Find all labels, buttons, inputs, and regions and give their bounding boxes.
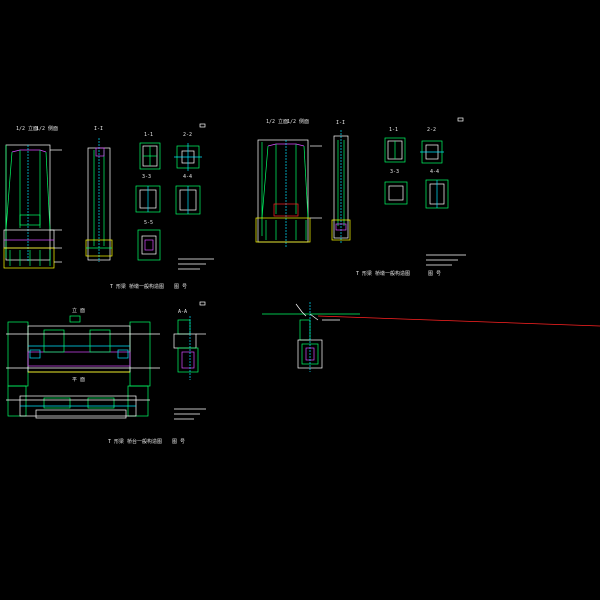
sheet3-drawing xyxy=(6,301,206,420)
sheet2-section-4-4 xyxy=(425,179,449,209)
sheet1-side-caption: I-I xyxy=(94,126,104,132)
sheet3-title: T 形梁 桥台一般构造图 xyxy=(108,439,163,445)
sheet2-side-caption: I-I xyxy=(336,120,346,126)
sheet2-title: T 形梁 桥墩一般构造图 xyxy=(356,271,411,277)
sheet2-section-2-2 xyxy=(420,140,444,164)
sheet2-section-3-3 xyxy=(384,181,408,205)
sheet1-elevation-view xyxy=(3,144,62,269)
sheet2-drawing xyxy=(255,117,466,266)
sheet3-plan-view xyxy=(6,385,150,419)
sheet2-notes-lines xyxy=(426,254,466,266)
sheet3-section-view xyxy=(173,316,206,380)
sheet1-page-label: 图 号 xyxy=(174,284,188,290)
sheet2-view-a-caption: 1/2 立面 xyxy=(266,119,289,125)
loose-detail-drawing xyxy=(262,302,600,372)
sheet1-sec2-caption: 2-2 xyxy=(183,132,193,138)
sheet3-page-label: 图 号 xyxy=(172,439,186,445)
sheet2-page-mark xyxy=(457,117,464,122)
sheet2-sec1-caption: 1-1 xyxy=(389,127,399,133)
sheet2-sec4-caption: 4-4 xyxy=(430,169,440,175)
sheet2-side-view xyxy=(331,130,351,244)
sheet1-section-2-2 xyxy=(174,143,202,171)
sheet1-section-5-5 xyxy=(137,229,161,261)
sheet2-section-1-1 xyxy=(384,137,406,163)
sheet3-notes-lines xyxy=(174,408,206,420)
sheet1-sec4-caption: 4-4 xyxy=(183,174,193,180)
sheet1-section-4-4 xyxy=(175,185,201,215)
sheet1-drawing xyxy=(3,123,214,270)
sheet1-sec5-caption: 5-5 xyxy=(144,220,154,226)
sheet3-plan-caption: 平 面 xyxy=(72,377,86,383)
sheet1-page-mark xyxy=(199,123,206,128)
sheet2-page-label: 图 号 xyxy=(428,271,442,277)
sheet1-view-b-caption: 1/2 侧面 xyxy=(36,126,59,132)
sheet2-elevation-view xyxy=(255,139,322,248)
sheet3-section-caption: A-A xyxy=(178,309,188,315)
sheet3-page-mark xyxy=(199,301,206,306)
sheet1-sec1-caption: 1-1 xyxy=(144,132,154,138)
sheet1-section-1-1 xyxy=(139,142,161,170)
sheet1-notes-lines xyxy=(178,258,214,270)
sheet1-side-view xyxy=(85,138,113,262)
sheet1-section-3-3 xyxy=(135,185,161,213)
sheet2-sec3-caption: 3-3 xyxy=(390,169,400,175)
sheet2-sec2-caption: 2-2 xyxy=(427,127,437,133)
sheet1-sec3-caption: 3-3 xyxy=(142,174,152,180)
sheet2-view-b-caption: 1/2 侧面 xyxy=(287,119,310,125)
sheet3-elevation-caption: 立 面 xyxy=(72,308,86,314)
sheet1-title: T 形梁 桥墩一般构造图 xyxy=(110,284,165,290)
sheet1-view-a-caption: 1/2 立面 xyxy=(16,126,39,132)
